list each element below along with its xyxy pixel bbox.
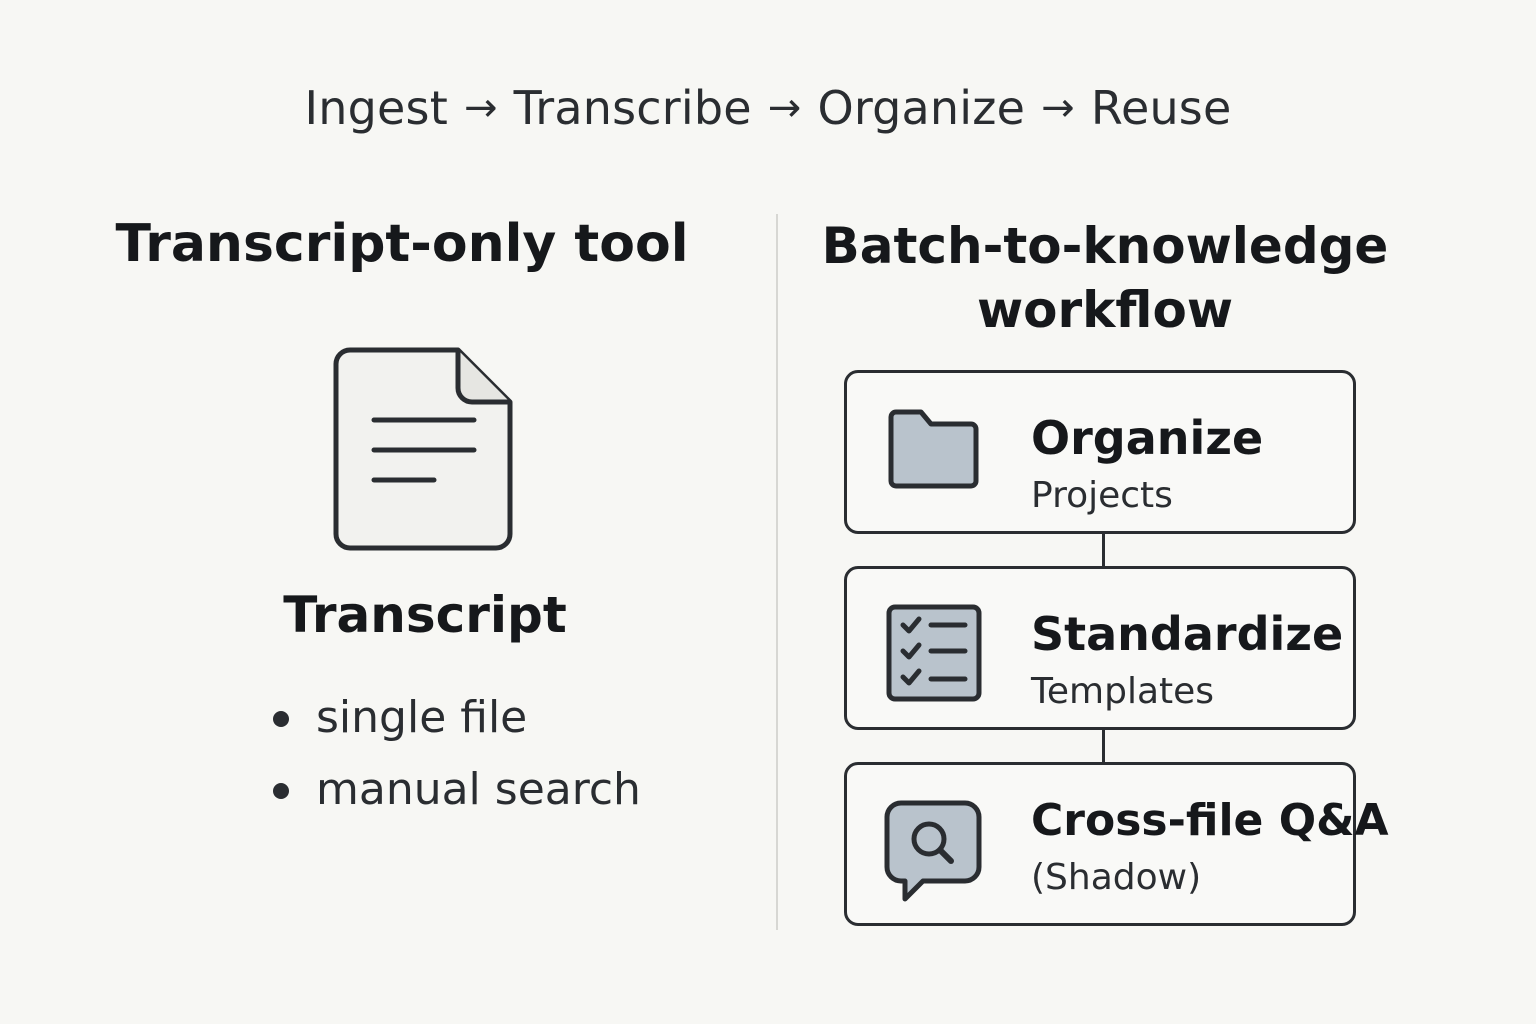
list-item: manual search xyxy=(270,760,641,832)
card-subtitle: (Shadow) xyxy=(1031,857,1202,898)
right-title-line: Batch-to-knowledge xyxy=(821,217,1389,275)
card-subtitle: Projects xyxy=(1031,475,1173,516)
card-connector xyxy=(1102,534,1105,566)
arrow-right-icon: → xyxy=(463,85,498,131)
pipeline-step-reuse: Reuse xyxy=(1090,81,1232,135)
arrow-right-icon: → xyxy=(767,85,802,131)
pipeline-step-ingest: Ingest xyxy=(304,81,448,135)
card-subtitle: Templates xyxy=(1031,671,1215,712)
card-cross-file-qa: Cross-file Q&A (Shadow) xyxy=(844,762,1389,926)
card-connector xyxy=(1102,730,1105,762)
right-title-line: workflow xyxy=(976,281,1234,339)
card-title: Cross-file Q&A xyxy=(1031,795,1389,846)
card-title: Organize xyxy=(1031,411,1264,465)
card-title: Standardize xyxy=(1031,607,1344,661)
arrow-right-icon: → xyxy=(1041,85,1075,131)
pipeline-step-transcribe: Transcribe xyxy=(513,81,752,135)
feature-list: single file manual search xyxy=(270,688,641,832)
folder-icon xyxy=(883,407,983,495)
right-column-title: Batch-to-knowledge workflow xyxy=(790,214,1420,342)
left-column-title: Transcript-only tool xyxy=(115,214,689,274)
card-organize: Organize Projects xyxy=(844,370,1356,534)
card-standardize: Standardize Templates xyxy=(844,566,1356,730)
chat-search-icon xyxy=(883,799,983,907)
transcript-label: Transcript xyxy=(283,586,567,644)
checklist-icon xyxy=(883,603,983,707)
pipeline-step-organize: Organize xyxy=(817,81,1026,135)
pipeline-flow: Ingest → Transcribe → Organize → Reuse xyxy=(0,76,1536,140)
document-icon xyxy=(328,342,518,560)
list-item: single file xyxy=(270,688,641,760)
column-divider xyxy=(776,214,778,930)
